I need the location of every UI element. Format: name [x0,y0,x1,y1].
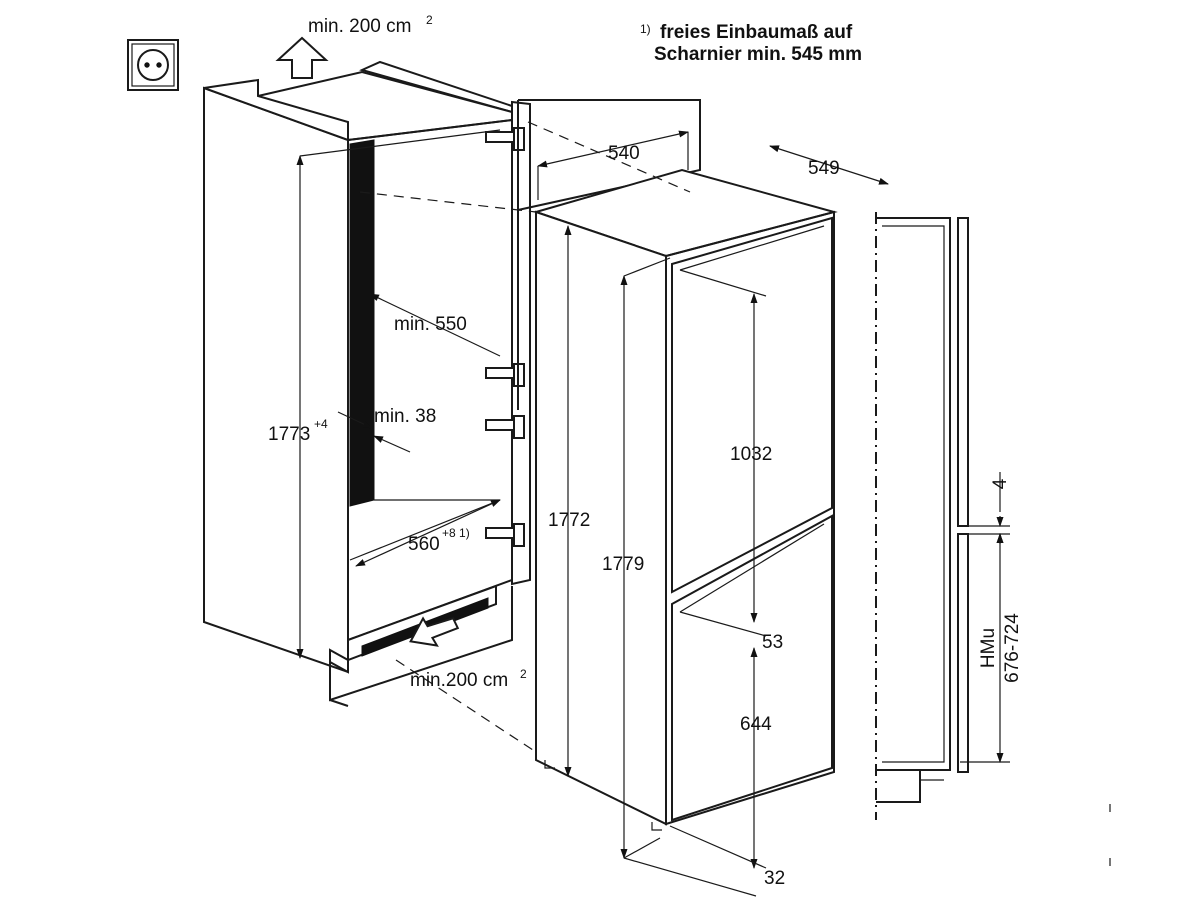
label-offset-32: 32 [764,868,785,889]
label-height-1779: 1779 [602,554,644,575]
fridge-appliance [532,168,838,831]
label-width-560: 560 [408,534,440,555]
label-bottom-vent: min.200 cm [410,670,508,691]
label-width-560-sup: +8 1) [442,526,470,540]
side-section [875,212,1111,866]
footnote-line-1: freies Einbaumaß auf [660,22,853,43]
airflow-up-arrow-icon [275,36,329,79]
label-gap-53: 53 [762,632,783,653]
power-socket-icon [127,39,179,91]
label-depth-540: 540 [608,143,640,164]
label-top-vent-sup: 2 [426,13,433,27]
label-height-1772: 1772 [548,510,590,531]
cabinet-niche [203,60,531,707]
label-lower-door-644: 644 [740,714,772,735]
label-gap-4: 4 [990,478,1011,489]
label-depth-549: 549 [808,158,840,179]
label-bottom-vent-sup: 2 [520,667,527,681]
airflow-in-arrow-icon [409,616,460,647]
label-hmu-range: 676-724 [1002,613,1023,683]
label-height-1773: 1773 [268,424,310,445]
label-height-1773-sup: +4 [314,417,328,431]
footnote-line-2: Scharnier min. 545 mm [654,44,862,65]
dimension-lines [296,121,1010,897]
label-upper-door-1032: 1032 [730,444,772,465]
label-top-vent: min. 200 cm [308,16,411,37]
label-min-550: min. 550 [394,314,467,335]
label-hmu: HMu [978,628,999,668]
footnote-marker: 1) [640,22,651,36]
hinge-bottom [485,523,525,547]
label-min-38: min. 38 [374,406,436,427]
hinge-middle-lower [485,415,525,439]
